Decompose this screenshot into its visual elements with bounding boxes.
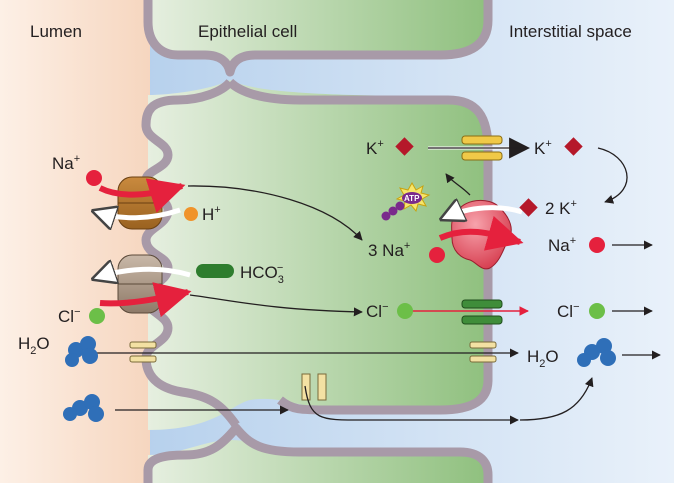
h-ion: [184, 207, 198, 221]
k-pump-arrow: [444, 208, 523, 218]
na-entry-arrow: [98, 178, 186, 213]
k-inter-label: K+: [534, 138, 552, 158]
h2o-lumen-label: H2O: [18, 334, 50, 357]
na-ion-inter: [589, 237, 605, 253]
cl-ion-lumen: [89, 308, 105, 324]
hco3-exit-arrow: [96, 269, 191, 278]
water-molecule-interstitial: [577, 338, 616, 367]
na-ion-cell: [429, 247, 445, 263]
hco3-label: HCO3−: [240, 262, 284, 286]
h2o-to-interstitium-arrow: [519, 377, 594, 421]
cl-lumen-label: Cl−: [58, 306, 81, 326]
paracellular-pathway-channel: [301, 373, 327, 401]
sodium-proton-exchanger: [117, 176, 163, 230]
h-plus-label: H+: [202, 204, 221, 224]
h2o-inter-label: H2O: [527, 347, 559, 370]
epithelial-cell-body: [148, 80, 488, 430]
k-ion-cell: [395, 137, 414, 156]
two-k-label: 2 K+: [545, 198, 577, 218]
cl-entry-arrow: [99, 282, 192, 318]
atp-molecule: ATP: [381, 181, 431, 221]
na-inter-label: Na+: [548, 235, 576, 255]
h-exit-arrow: [96, 210, 181, 218]
potassium-channel: [461, 135, 503, 161]
cl-to-channel-arrow: [189, 294, 363, 317]
hco3-ion: [196, 264, 234, 278]
atp-arrow: [445, 173, 471, 196]
na-pump-arrow: [438, 215, 524, 251]
h2o-paracellular-arrow: [304, 385, 519, 425]
na-to-pump-arrow: [187, 185, 363, 241]
interstitial-header: Interstitial space: [509, 22, 632, 41]
water-molecule-lumen-top: [65, 336, 98, 367]
cl-ion-inter: [589, 303, 605, 319]
na-lumen-label: Na+: [52, 153, 80, 173]
na-ion-lumen: [86, 170, 102, 186]
cl-inter-label: Cl−: [557, 301, 580, 321]
k-cell-label: K+: [366, 138, 384, 158]
basolateral-water-channel: [469, 341, 497, 363]
lumen-header: Lumen: [30, 22, 82, 41]
k-recycle-arrow: [597, 147, 628, 204]
chloride-channel: [461, 299, 503, 325]
three-na-label: 3 Na+: [368, 240, 410, 260]
cl-cell-label: Cl−: [366, 301, 389, 321]
k-ion-pump: [519, 198, 538, 217]
cell-header: Epithelial cell: [198, 22, 297, 41]
atp-label: ATP: [404, 194, 420, 203]
water-molecule-lumen-bottom: [63, 394, 104, 422]
apical-water-channel: [129, 341, 157, 363]
cl-ion-cell: [397, 303, 413, 319]
k-ion-inter: [564, 137, 583, 156]
